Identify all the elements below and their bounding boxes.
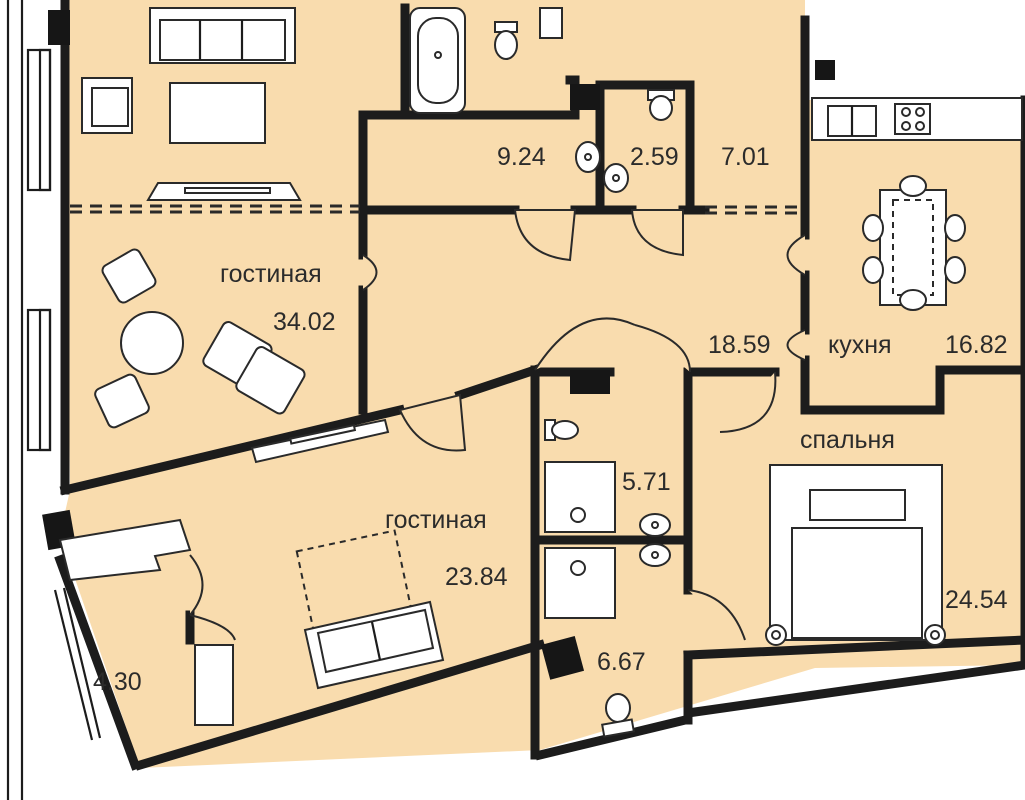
column xyxy=(570,370,610,394)
room-area-top: 7.01 xyxy=(721,143,770,171)
column xyxy=(570,84,600,110)
armchair-pair-icon xyxy=(202,321,306,415)
column xyxy=(815,60,835,80)
room-area-hall: 18.59 xyxy=(708,331,771,359)
bed-icon xyxy=(765,464,946,646)
tv-console-icon xyxy=(146,182,302,201)
room-area-living-upper: 34.02 xyxy=(273,308,336,336)
sink-icon xyxy=(603,163,629,193)
lounge-chair-icon xyxy=(94,248,157,429)
balcony-window xyxy=(53,518,234,741)
sink-icon xyxy=(639,513,671,537)
rug-outline xyxy=(295,529,415,641)
bathtub-icon xyxy=(409,7,466,114)
room-area-bath-lower: 6.67 xyxy=(597,648,646,676)
room-name-living-lower: гостиная xyxy=(385,506,487,534)
room-name-bedroom: спальня xyxy=(800,426,895,454)
room-name-kitchen: кухня xyxy=(828,331,892,359)
tv-console-icon xyxy=(250,418,390,464)
room-area-living-lower: 23.84 xyxy=(445,563,508,591)
armchair-icon xyxy=(81,77,133,134)
sofa-icon xyxy=(149,7,296,64)
column xyxy=(48,10,70,45)
sofa-icon xyxy=(303,600,445,690)
room-area-bath-middle: 5.71 xyxy=(622,468,671,496)
utility-box xyxy=(539,7,563,39)
room-area-wc: 2.59 xyxy=(630,143,679,171)
toilet-icon xyxy=(647,89,675,121)
toilet-icon xyxy=(494,21,518,60)
sink-icon xyxy=(575,141,601,173)
shower-tray-icon xyxy=(544,547,616,619)
dining-table-icon xyxy=(862,175,966,311)
coffee-table-icon xyxy=(169,82,266,144)
room-name-living-upper: гостиная xyxy=(220,260,322,288)
room-area-bedroom: 24.54 xyxy=(945,586,1008,614)
room-area-bathroom: 9.24 xyxy=(497,143,546,171)
toilet-icon xyxy=(601,693,635,738)
bidet-icon xyxy=(544,419,579,441)
room-area-kitchen: 16.82 xyxy=(945,331,1008,359)
shower-tray-icon xyxy=(544,461,616,533)
left-facade xyxy=(6,0,52,800)
room-area-balcony: 4.30 xyxy=(93,668,142,696)
doors xyxy=(189,209,806,641)
round-table-icon xyxy=(120,311,184,375)
sink-icon xyxy=(639,543,671,567)
column xyxy=(540,635,585,680)
kitchen-counter xyxy=(811,97,1023,141)
